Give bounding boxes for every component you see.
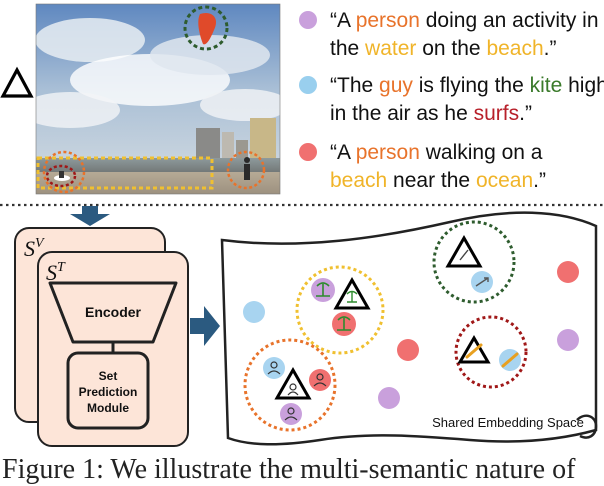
caption-segment: .”	[533, 169, 546, 192]
caption-segment: guy	[379, 74, 413, 97]
caption-segment: person	[355, 141, 420, 164]
caption-embedding-dot	[557, 329, 579, 351]
caption-segment: on the	[416, 37, 487, 60]
video-frame	[36, 4, 280, 194]
kite-icon	[459, 249, 469, 261]
surfer-highlight-ellipse	[45, 164, 77, 188]
caption-segment: beach	[330, 169, 388, 192]
cluster-beach	[295, 265, 385, 355]
set-prediction-label-1: Set	[99, 369, 118, 383]
caption-embedding-dot	[378, 387, 400, 409]
caption-segment: “The	[330, 74, 380, 97]
set-prediction-module	[66, 351, 150, 430]
caption-segment: kite	[529, 74, 563, 97]
caption-embedding-dot	[397, 339, 419, 361]
sv-label: SV	[24, 236, 45, 261]
encoder-block	[48, 281, 178, 344]
figure-canvas: SV ST Encoder Set Prediction Module	[0, 3, 604, 447]
water-beach-highlight-box	[36, 156, 214, 190]
caption-1-marker	[299, 11, 317, 29]
caption-segment: beach	[486, 37, 544, 60]
caption-segment: person	[355, 9, 420, 32]
caption-3-line-2: beach near the ocean.”	[330, 164, 546, 197]
triangle-video-icon	[445, 234, 483, 268]
cluster-person	[243, 338, 337, 432]
caption-segment: surfs	[473, 102, 520, 125]
caption-segment: .”	[543, 37, 557, 60]
caption-segment: is flying the	[412, 74, 530, 97]
caption-segment: the	[330, 37, 366, 60]
set-prediction-label-2: Prediction	[79, 385, 138, 399]
kite-highlight-circle	[183, 5, 229, 51]
embedding-space-curl	[576, 414, 598, 439]
caption-embedding-dot	[557, 261, 579, 283]
caption-2-line-2: in the air as he surfs.”	[330, 97, 532, 130]
embedding-space	[220, 211, 598, 446]
caption-segment: in the air as he	[330, 102, 474, 125]
video-frame-border	[35, 3, 281, 195]
caption-segment: water	[365, 37, 417, 60]
down-arrow	[70, 206, 110, 226]
figure-caption: Figure 1: We illustrate the multi-semant…	[2, 454, 576, 485]
walker-highlight-circle	[226, 150, 266, 190]
caption-2-marker	[299, 76, 317, 94]
right-arrow	[190, 306, 220, 346]
caption-segment: ocean	[475, 169, 534, 192]
caption-3-line-1: “A person walking on a	[330, 136, 542, 169]
caption-3-marker	[299, 143, 317, 161]
caption-segment: near the	[387, 169, 476, 192]
caption-segment: walking on a	[419, 141, 543, 164]
cluster-kite	[432, 220, 516, 304]
caption-2-line-1: “The guy is flying the kite high	[330, 69, 604, 102]
caption-segment: high	[562, 74, 604, 97]
embedding-space-label: Shared Embedding Space	[432, 415, 584, 430]
caption-1-line-2: the water on the beach.”	[330, 32, 557, 65]
caption-embedding-dot	[243, 301, 265, 323]
surfboard-icon	[465, 343, 483, 359]
st-label: ST	[46, 260, 66, 285]
caption-segment: doing an activity in	[419, 9, 599, 32]
caption-segment: “A	[330, 141, 356, 164]
caption-segment: .”	[519, 102, 532, 125]
caption-segment: “A	[330, 9, 356, 32]
caption-1-line-1: “A person doing an activity in	[330, 4, 599, 37]
cluster-surf	[454, 315, 528, 389]
encoder-label: Encoder	[85, 304, 142, 320]
triangle-video-icon	[0, 66, 34, 98]
guy-highlight-circle	[42, 150, 86, 194]
set-prediction-label-3: Module	[87, 401, 129, 415]
